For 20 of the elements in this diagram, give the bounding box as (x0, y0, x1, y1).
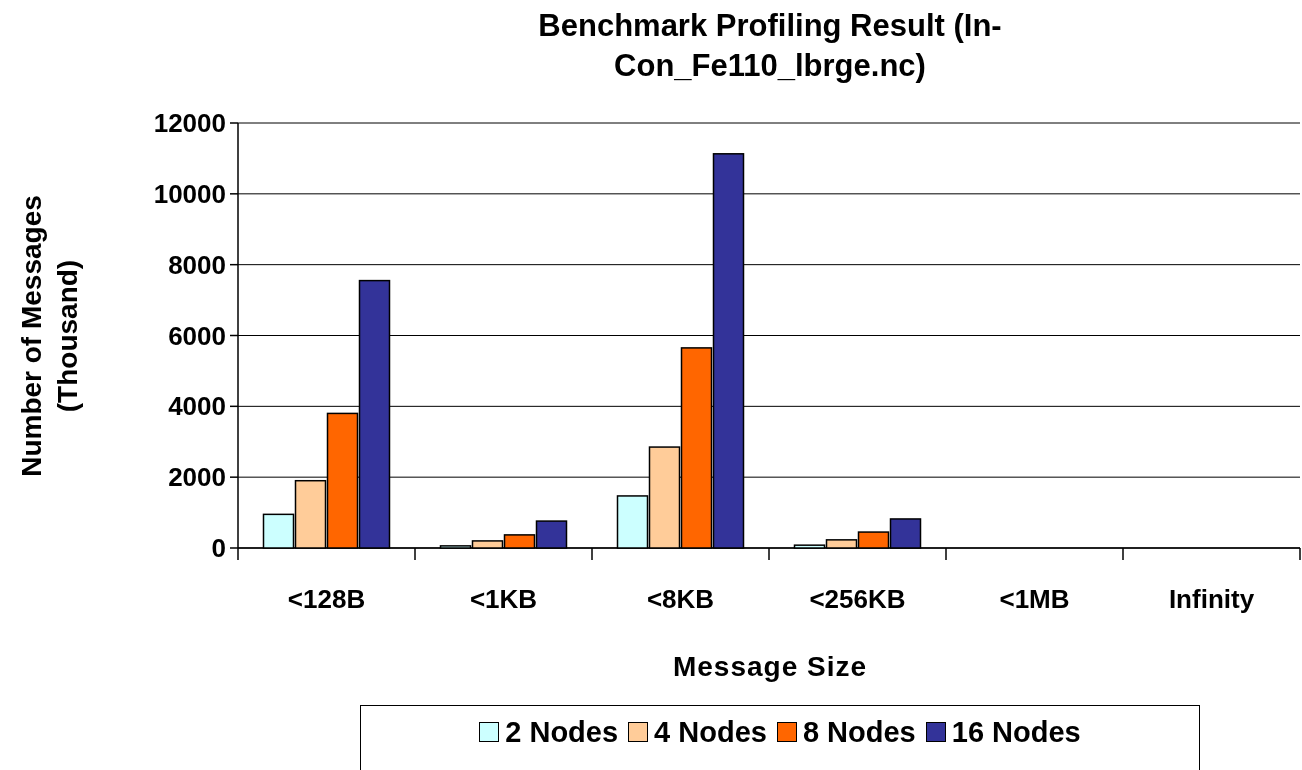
y-tick-label: 0 (210, 533, 226, 563)
x-tick-label: <128B (286, 584, 367, 614)
y-tick-label: 12000 (152, 108, 226, 138)
x-tick-label: <1MB (998, 584, 1071, 614)
legend-label: 4 Nodes (654, 715, 767, 750)
y-tick-label: 4000 (167, 391, 226, 422)
x-axis-title: Message Size (671, 650, 869, 684)
y-tick-label: 10000 (152, 178, 226, 209)
x-tick-label: <256KB (808, 584, 907, 614)
legend-label: 8 Nodes (802, 715, 916, 750)
y-tick-label: 2000 (167, 462, 226, 493)
y-tick-label: 8000 (167, 249, 226, 280)
y-tick-label: 6000 (167, 320, 226, 351)
y-axis-title: Number of Messages (Thousand) (15, 194, 84, 479)
x-tick-label: <1KB (468, 584, 539, 614)
x-tick-label: <8KB (645, 584, 716, 614)
chart-title: Benchmark Profiling Result (In-Con_Fe110_lbrge.nc) (537, 7, 1003, 85)
legend-label: 2 Nodes (505, 715, 619, 750)
legend-label: 16 Nodes (951, 715, 1081, 750)
x-tick-label: Infinity (1167, 584, 1256, 614)
